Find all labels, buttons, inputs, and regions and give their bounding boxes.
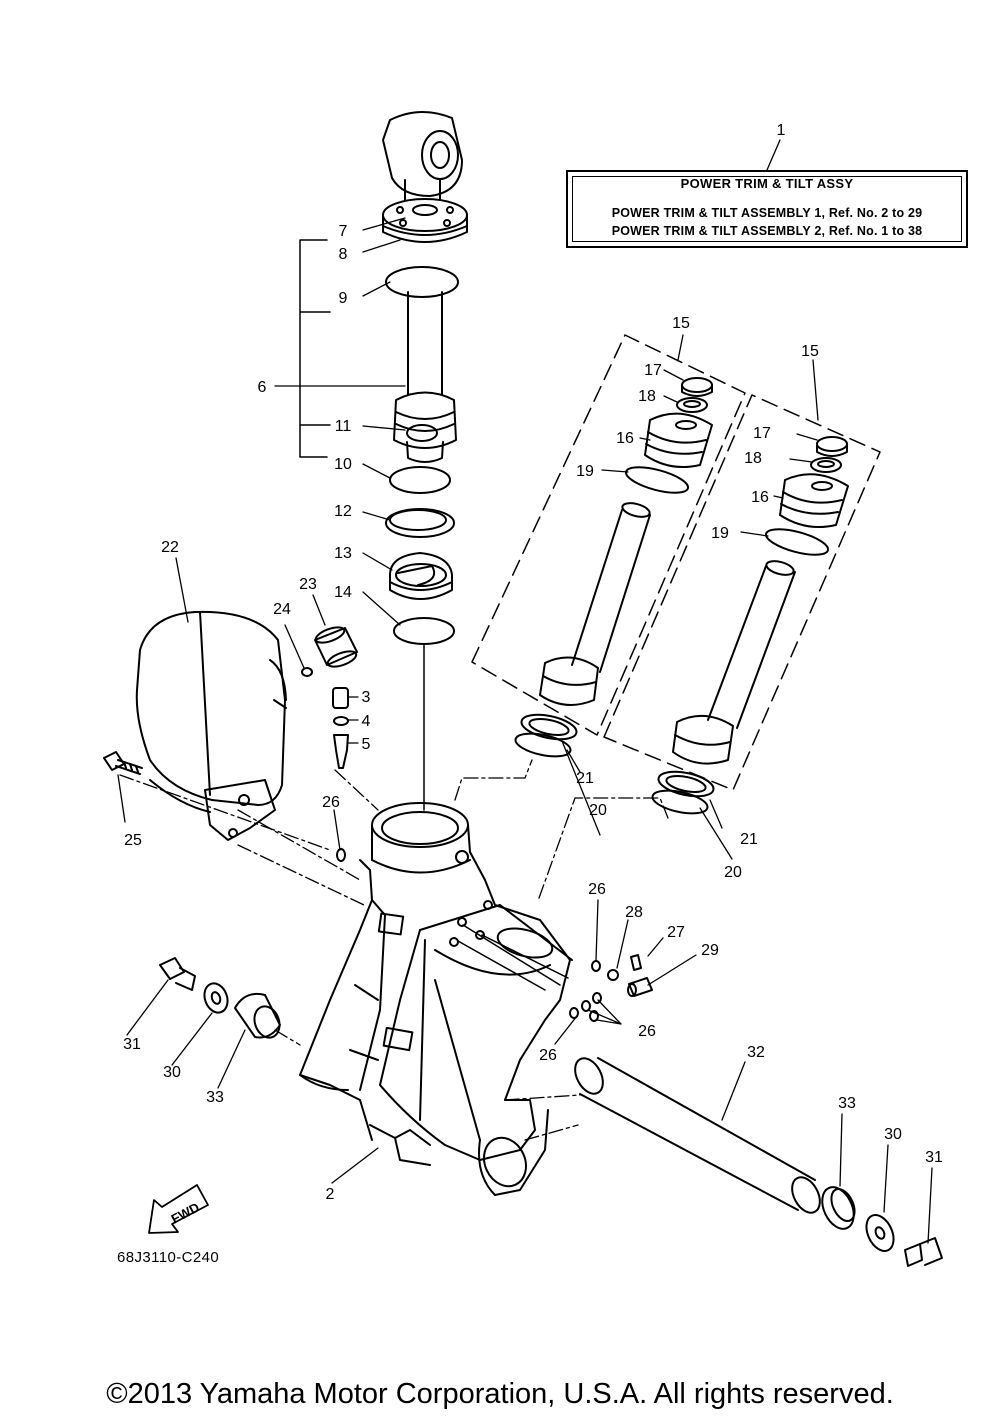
seal-rings-20-21 [514, 713, 715, 815]
callout-21-left: 21 [576, 770, 594, 787]
callout-33-right: 33 [838, 1095, 856, 1112]
assembly-line-2: POWER TRIM & TILT ASSEMBLY 2, Ref. No. 1… [611, 224, 923, 238]
callout-15-left: 15 [672, 315, 690, 332]
callout-25: 25 [124, 832, 142, 849]
callout-5: 5 [362, 736, 371, 753]
callout-30-left: 30 [163, 1064, 181, 1081]
leader-lines [117, 139, 933, 1244]
callout-18-left: 18 [638, 388, 656, 405]
callout-7: 7 [339, 223, 348, 240]
callout-3: 3 [362, 689, 371, 706]
tilt-ram-assembly [382, 110, 468, 463]
callout-20-left: 20 [589, 802, 607, 819]
callout-30-right: 30 [884, 1126, 902, 1143]
callout-15-right: 15 [801, 343, 819, 360]
part-code: 68J3110-C240 [117, 1249, 220, 1266]
trim-ram-group-right [603, 394, 881, 791]
o-rings-column [385, 266, 459, 811]
callout-10: 10 [334, 456, 352, 473]
callout-28: 28 [625, 904, 643, 921]
callout-31-right: 31 [925, 1149, 943, 1166]
callout-4: 4 [362, 713, 371, 730]
callout-12: 12 [334, 503, 352, 520]
small-parts-3-5-23-24 [301, 626, 358, 769]
fwd-label: FWD [169, 1199, 202, 1226]
callout-19-right: 19 [711, 525, 729, 542]
callout-24: 24 [273, 601, 291, 618]
callout-13: 13 [334, 545, 352, 562]
callout-29: 29 [701, 942, 719, 959]
pivot-shaft-32 [574, 1057, 821, 1214]
callout-20-right: 20 [724, 864, 742, 881]
callout-9: 9 [339, 290, 348, 307]
assembly-heading: POWER TRIM & TILT ASSY [680, 176, 854, 191]
callout-31-left: 31 [123, 1036, 141, 1053]
callout-17-right: 17 [753, 425, 771, 442]
fwd-arrow-icon: FWD [148, 1184, 209, 1234]
callout-1: 1 [777, 122, 786, 139]
callout-32: 32 [747, 1044, 765, 1061]
callout-26-b: 26 [588, 881, 606, 898]
assembly-line-1: POWER TRIM & TILT ASSEMBLY 1, Ref. No. 2… [611, 206, 923, 220]
trim-ram-group-left [471, 334, 746, 736]
assembly-title-box: POWER TRIM & TILT ASSY POWER TRIM & TILT… [566, 170, 968, 248]
callout-26-a: 26 [322, 794, 340, 811]
title-box-inner [572, 176, 962, 242]
callout-23: 23 [299, 576, 317, 593]
small-seals-26-29 [336, 848, 653, 1022]
callout-6: 6 [258, 379, 267, 396]
callout-33-left: 33 [206, 1089, 224, 1106]
trim-tilt-body-2 [299, 802, 573, 1196]
callout-19-left: 19 [576, 463, 594, 480]
callout-16-right: 16 [751, 489, 769, 506]
callout-18-right: 18 [744, 450, 762, 467]
callout-21-right: 21 [740, 831, 758, 848]
callout-17-left: 17 [644, 362, 662, 379]
bolt-25 [103, 751, 143, 775]
callout-27: 27 [667, 924, 685, 941]
callout-numbers: 1 7 8 9 6 11 10 12 13 14 22 23 24 3 4 5 … [123, 122, 943, 1203]
callout-11: 11 [335, 418, 352, 435]
pivot-parts-right [821, 1186, 943, 1267]
callout-14: 14 [334, 584, 352, 601]
callout-26-c: 26 [638, 1023, 656, 1040]
callout-2: 2 [326, 1186, 335, 1203]
callout-22: 22 [161, 539, 179, 556]
callout-8: 8 [339, 246, 348, 263]
callout-16-left: 16 [616, 430, 634, 447]
pivot-parts-left [159, 957, 281, 1039]
copyright-notice: ©2013 Yamaha Motor Corporation, U.S.A. A… [106, 1378, 894, 1410]
callout-26-d: 26 [539, 1047, 557, 1064]
cover-22 [135, 610, 287, 841]
